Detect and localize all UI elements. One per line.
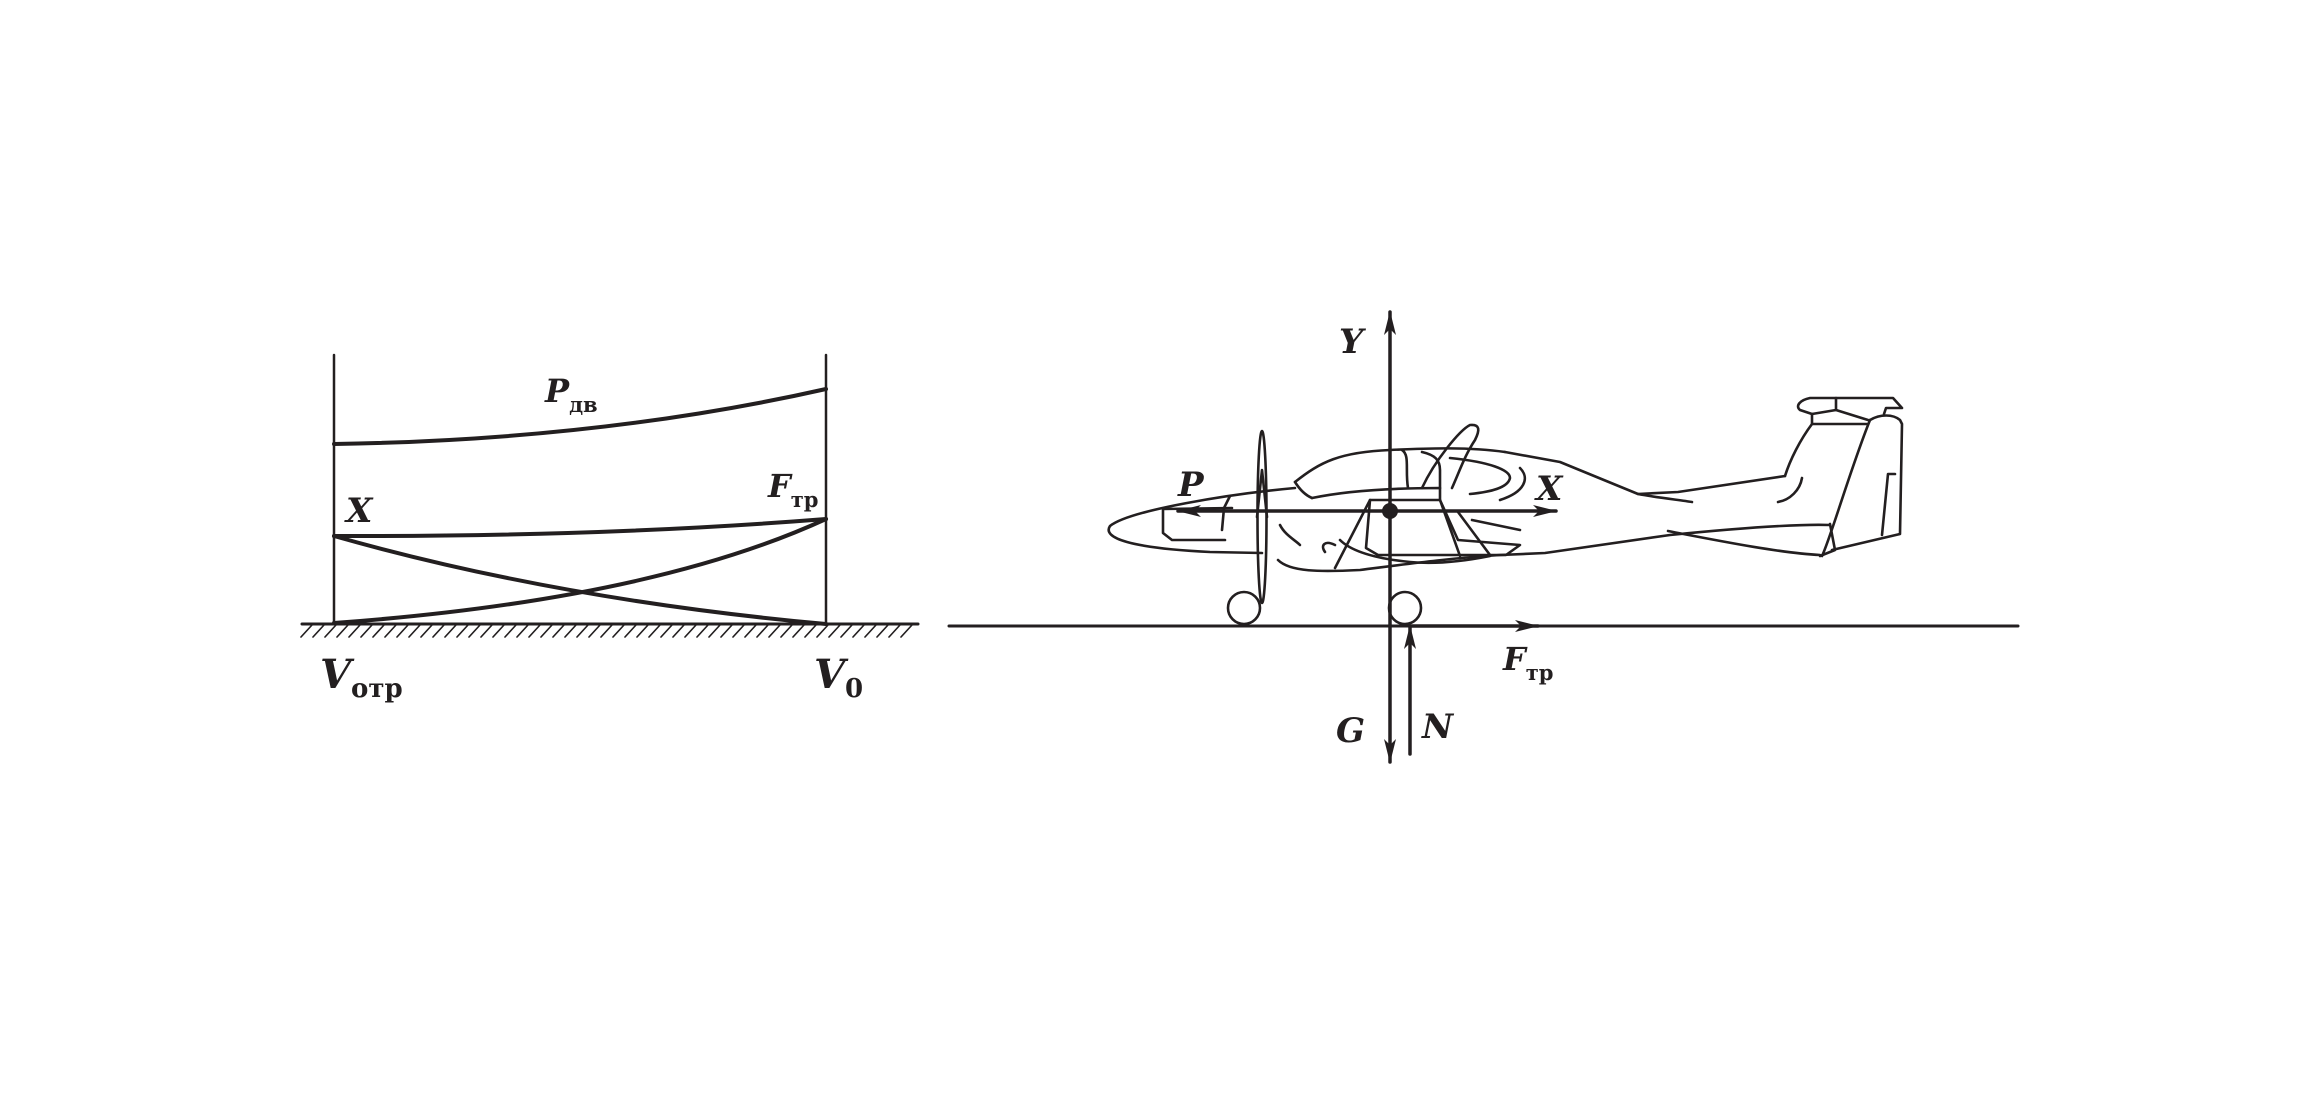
takeoff-run-forces-graph: Pдв X Fтр Vотр V0 <box>300 353 920 704</box>
weight-label: G <box>1336 711 1365 751</box>
drag-label: X <box>344 491 374 531</box>
engine-thrust-curve <box>332 387 828 446</box>
friction-label: Fтр <box>767 467 818 512</box>
engine-thrust-label: Pдв <box>544 372 598 417</box>
initial-speed-label: V0 <box>814 651 863 704</box>
friction-label-right: Fтр <box>1502 640 1553 685</box>
thrust-label: P <box>1177 465 1205 505</box>
drag-curve <box>332 517 828 539</box>
normal-force-label: N <box>1421 707 1455 747</box>
friction-increasing-curve <box>332 517 828 625</box>
ground-line <box>300 622 920 638</box>
main-wheel <box>1387 590 1423 626</box>
aircraft-forces-diagram: Y P X G N Fтр <box>947 310 2020 764</box>
lift-label: Y <box>1339 322 1366 362</box>
front-wheel <box>1226 590 1262 626</box>
liftoff-speed-label: Vотр <box>320 651 403 704</box>
drag-label-right: X <box>1534 469 1564 509</box>
friction-decreasing-curve <box>332 534 828 626</box>
